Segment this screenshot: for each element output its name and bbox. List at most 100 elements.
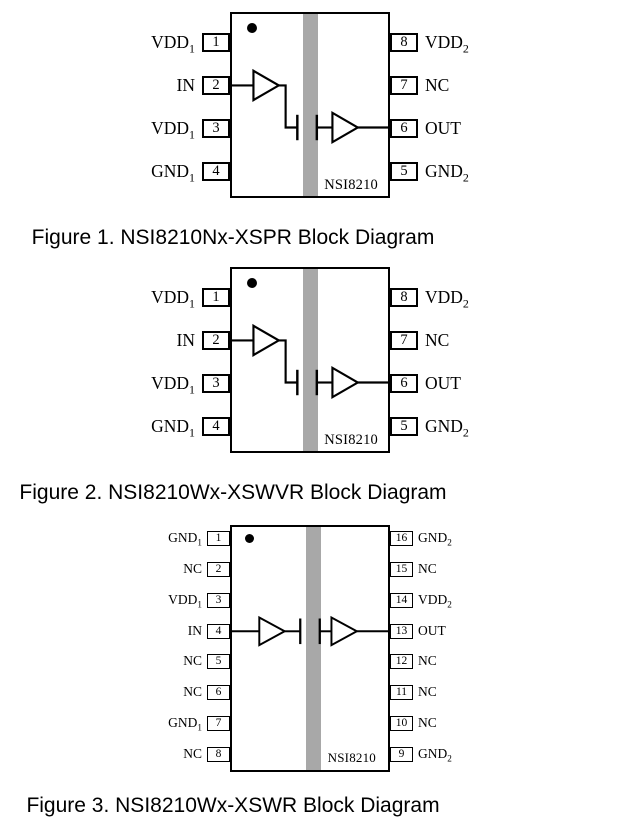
pin-label: OUT [418, 118, 533, 139]
pin-label: GND1 [87, 415, 202, 438]
pin-label: NC [413, 715, 508, 731]
pin-number-box: 4 [207, 623, 230, 639]
pin-number-box: 3 [202, 373, 230, 393]
input-buffer-triangle-icon [252, 323, 281, 357]
pin-name-subscript: 2 [447, 753, 452, 764]
pin-name-subscript: 1 [189, 296, 195, 310]
pin-name-text: NC [418, 653, 437, 668]
pin-label: NC [112, 746, 207, 762]
pin-number-box: 1 [207, 530, 230, 546]
pin-label: VDD1 [112, 592, 207, 610]
pin-name-text: GND [151, 415, 190, 436]
pin-number-box: 10 [390, 715, 413, 731]
pin-name-text: GND [151, 160, 190, 181]
pin-row-left: IN 2 [87, 329, 230, 350]
pin-name-text: GND [425, 160, 463, 181]
pin-label: VDD2 [418, 286, 533, 310]
pin-label: IN [112, 623, 207, 639]
chip-package-outline: NSI8210 [230, 12, 390, 198]
pin-name-text: NC [418, 561, 437, 576]
pin-name-text: OUT [418, 623, 446, 638]
coupling-wire [278, 84, 298, 129]
pin-name-text: OUT [425, 117, 461, 138]
pin-name-text: NC [418, 684, 437, 699]
pin-name-subscript: 1 [189, 170, 195, 184]
pin-name-subscript: 1 [197, 599, 202, 610]
pin-label: NC [418, 75, 533, 96]
pin-number-box: 1 [202, 32, 230, 52]
pin-number-box: 5 [207, 653, 230, 669]
pin-number-box: 2 [202, 330, 230, 350]
pin-name-text: VDD [151, 117, 190, 138]
pin-name-subscript: 2 [462, 170, 469, 184]
pin-row-right: 11 NC [390, 684, 508, 700]
pin-name-text: NC [183, 561, 202, 576]
coupling-wire [278, 339, 298, 384]
pin-name-subscript: 2 [462, 296, 469, 310]
pin-name-text: VDD [151, 286, 190, 307]
pin-number-box: 7 [207, 715, 230, 731]
input-buffer-triangle-icon [258, 615, 287, 647]
pin-name-text: GND [168, 715, 198, 730]
pin-name-subscript: 1 [197, 722, 202, 733]
pin-label: VDD1 [87, 32, 202, 55]
output-buffer-triangle-icon [331, 365, 360, 400]
pin-label: OUT [413, 623, 508, 639]
pin-name-text: NC [425, 329, 450, 350]
pin-name-subscript: 1 [189, 382, 195, 396]
pin-name-subscript: 1 [189, 41, 195, 55]
pin-number-box: 4 [202, 416, 230, 436]
pin-row-left: NC 6 [112, 684, 230, 700]
pin-name-text: IN [176, 329, 195, 350]
isolation-barrier [303, 14, 318, 196]
pin-number-box: 6 [207, 684, 230, 700]
pin-label: VDD1 [87, 286, 202, 310]
input-buffer-triangle-icon [252, 68, 281, 102]
pin-name-text: NC [183, 684, 202, 699]
isolation-barrier [306, 527, 321, 770]
pin-number-box: 6 [390, 373, 418, 393]
output-buffer-triangle-icon [331, 110, 360, 145]
pin-number-box: 11 [390, 684, 413, 700]
pin-number-box: 1 [202, 287, 230, 307]
pin-name-subscript: 2 [462, 41, 469, 55]
pin-number-box: 14 [390, 592, 413, 608]
chip-name-label: NSI8210 [327, 750, 376, 765]
pin1-indicator-dot [247, 278, 257, 288]
pin-label: IN [87, 75, 202, 96]
pin-name-subscript: 1 [189, 127, 195, 141]
chip-package-outline: NSI8210 [230, 525, 390, 772]
pin-label: NC [413, 684, 508, 700]
pin-name-text: VDD [425, 286, 463, 307]
pin-label: GND1 [112, 715, 207, 733]
pin1-indicator-dot [245, 534, 254, 543]
pin-label: NC [418, 330, 533, 351]
pin-number-box: 3 [202, 118, 230, 138]
pin-label: NC [413, 653, 508, 669]
signal-path-circuit [232, 323, 388, 400]
pin-label: OUT [418, 373, 533, 394]
pin-label: VDD1 [87, 373, 202, 396]
pin-name-text: VDD [168, 592, 198, 607]
pin-name-text: IN [176, 74, 195, 95]
pin-number-box: 16 [390, 530, 413, 546]
pin-name-text: OUT [425, 372, 461, 393]
pin-name-text: VDD [418, 592, 448, 607]
